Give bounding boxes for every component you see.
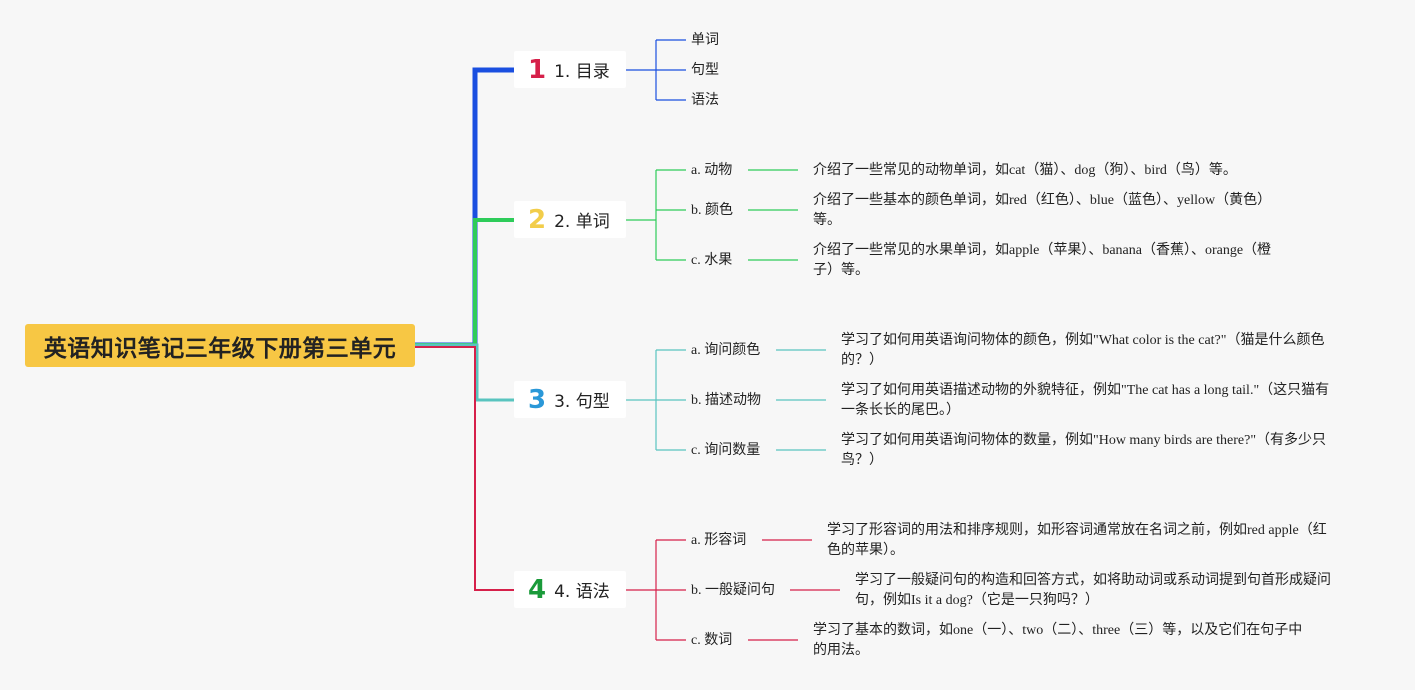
leaf-ask-color[interactable]: a. 询问颜色: [691, 343, 761, 358]
branch-label: 4. 语法: [554, 582, 610, 602]
leaf-animals[interactable]: a. 动物: [691, 163, 733, 178]
branch-label: 2. 单词: [554, 212, 610, 232]
connector-root-branch-4: [415, 346, 514, 591]
connector-root-branch-2: [415, 218, 514, 347]
leaf-fruits[interactable]: c. 水果: [691, 253, 733, 268]
branch-sentences[interactable]: 3 3. 句型: [514, 381, 626, 418]
desc-adjectives: 学习了形容词的用法和排序规则，如形容词通常放在名词之前，例如red apple（…: [827, 523, 1327, 558]
branch-label: 3. 句型: [554, 392, 610, 412]
desc-describe-animal: 学习了如何用英语描述动物的外貌特征，例如"The cat has a long …: [841, 383, 1330, 418]
desc-numerals: 学习了基本的数词，如one（一）、two（二）、three（三）等，以及它们在句…: [813, 623, 1303, 658]
leaf-ask-quantity[interactable]: c. 询问数量: [691, 443, 761, 458]
branch-grammar[interactable]: 4 4. 语法: [514, 571, 626, 608]
number-badge-icon: 2: [528, 204, 547, 235]
desc-fruits: 介绍了一些常见的水果单词，如apple（苹果）、banana（香蕉）、orang…: [813, 243, 1272, 278]
number-badge-icon: 3: [528, 384, 547, 415]
leaf-numerals[interactable]: c. 数词: [691, 633, 733, 648]
leaf-yes-no-question[interactable]: b. 一般疑问句: [691, 583, 775, 598]
leaf-adjectives[interactable]: a. 形容词: [691, 533, 747, 548]
leaf-colors[interactable]: b. 颜色: [691, 203, 733, 218]
leaf-toc-words[interactable]: 单词: [691, 33, 719, 48]
number-badge-icon: 1: [528, 54, 547, 85]
leaf-toc-grammar[interactable]: 语法: [691, 93, 719, 108]
desc-colors: 介绍了一些基本的颜色单词，如red（红色）、blue（蓝色）、yellow（黄色…: [813, 193, 1272, 228]
root-topic[interactable]: 英语知识笔记三年级下册第三单元: [25, 324, 415, 367]
number-badge-icon: 4: [528, 574, 547, 605]
leaf-describe-animal[interactable]: b. 描述动物: [691, 393, 761, 408]
leaf-toc-sentences[interactable]: 句型: [691, 63, 719, 78]
branch-label: 1. 目录: [554, 62, 610, 82]
connector-root-branch-1: [415, 67, 514, 348]
desc-ask-quantity: 学习了如何用英语询问物体的数量，例如"How many birds are th…: [841, 433, 1327, 468]
desc-ask-color: 学习了如何用英语询问物体的颜色，例如"What color is the cat…: [841, 333, 1325, 368]
desc-yes-no-question: 学习了一般疑问句的构造和回答方式，如将助动词或系动词提到句首形成疑问句，例如Is…: [855, 573, 1331, 608]
connector-root-branch-3: [415, 343, 514, 402]
desc-animals: 介绍了一些常见的动物单词，如cat（猫）、dog（狗）、bird（鸟）等。: [813, 163, 1237, 178]
branch-words[interactable]: 2 2. 单词: [514, 201, 626, 238]
branch-toc[interactable]: 1 1. 目录: [514, 51, 626, 88]
